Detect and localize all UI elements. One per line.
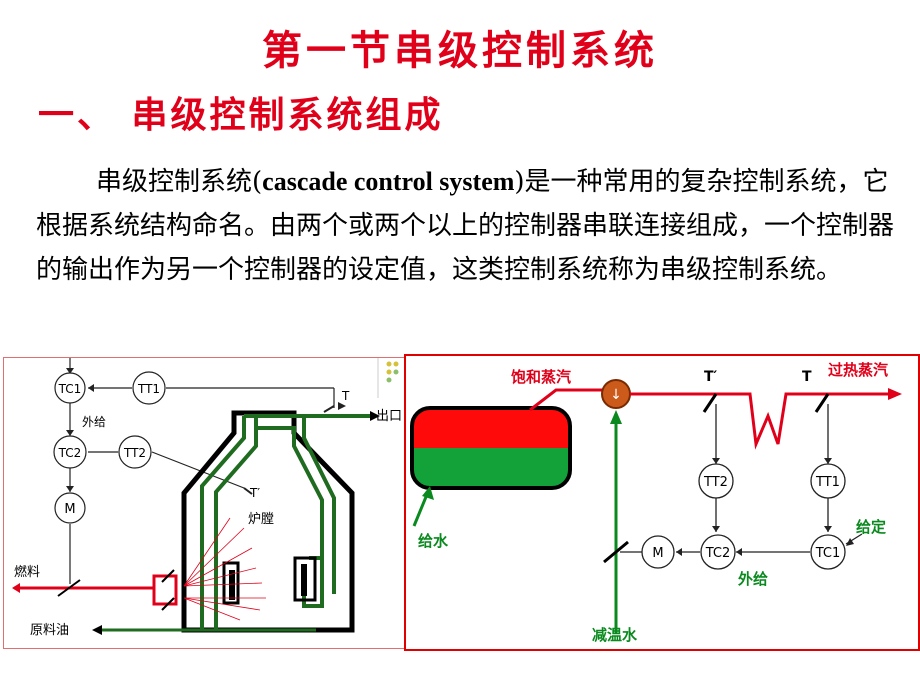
intro-paragraph: 串级控制系统(cascade control system)是一种常用的复杂控制… (36, 160, 906, 292)
burner-flames (183, 517, 266, 621)
t-sensor-label: T (802, 369, 812, 385)
section-heading: 一、 串级控制系统组成 (38, 94, 444, 136)
feed-water-label: 给水 (418, 532, 449, 550)
desuperheat-water-label: 减温水 (592, 626, 638, 644)
tt2-label: TT2 (123, 446, 146, 460)
tt1-transmitter (810, 463, 846, 499)
tc2-controller (53, 435, 87, 469)
setpoint-label: 给定 (856, 518, 886, 536)
motor-label: M (64, 502, 75, 517)
paragraph-rest: )是一种常用的复杂控制系统，它根据系统结构命名。由两个或两个以上的控制器串联连接… (36, 167, 895, 285)
steam-diagram-svg: 饱和蒸汽 ↓ 过热蒸汽 T′ T TT2 TT1 (410, 361, 902, 644)
tc2-controller (700, 534, 736, 570)
tt2-transmitter (698, 463, 734, 499)
motor-label: M (652, 546, 663, 561)
superheated-steam-label: 过热蒸汽 (828, 361, 888, 379)
tt1-label: TT1 (815, 475, 840, 490)
t-sensor-label: T (341, 389, 350, 403)
paragraph-term: cascade control system (262, 167, 515, 196)
tc1-label: TC1 (58, 382, 82, 396)
ext-setpoint-label: 外给 (82, 415, 106, 429)
ext-setpoint-label: 外给 (737, 570, 768, 588)
steam-drum (412, 408, 570, 488)
t-prime-sensor-label: T′ (704, 369, 718, 385)
motor-valve (54, 492, 86, 524)
saturated-steam-label: 饱和蒸汽 (511, 368, 571, 386)
tc2-label: TC2 (705, 546, 731, 561)
furnace-outer-wall (181, 410, 355, 633)
tc2-label: TC2 (58, 446, 82, 460)
tt2-transmitter (118, 435, 152, 469)
tc1-controller (810, 534, 846, 570)
motor-valve (641, 535, 675, 569)
slide-title: 第一节串级控制系统 (262, 27, 658, 74)
outlet-label: 出口 (376, 409, 402, 424)
furnace-diagram-svg: TC1 TT1 外给 TC2 TT2 M T T′ 炉膛 (12, 358, 402, 638)
furnace-diagram: TC1 TT1 外给 TC2 TT2 M T T′ 炉膛 (3, 357, 406, 649)
fuel-label: 燃料 (14, 564, 40, 580)
tt2-label: TT2 (703, 475, 728, 490)
steam-diagram: 饱和蒸汽 ↓ 过热蒸汽 T′ T TT2 TT1 (404, 354, 920, 651)
svg-text:↓: ↓ (610, 387, 622, 403)
raw-oil-label: 原料油 (30, 623, 69, 638)
decoration-dots (386, 361, 399, 383)
tt1-transmitter (132, 371, 166, 405)
t-prime-label: T′ (249, 486, 260, 500)
furnace-label: 炉膛 (248, 512, 274, 527)
tt1-label: TT1 (137, 382, 160, 396)
tc1-label: TC1 (815, 546, 841, 561)
tc1-controller (54, 372, 86, 404)
paragraph-lead: 串级控制系统( (96, 167, 263, 197)
